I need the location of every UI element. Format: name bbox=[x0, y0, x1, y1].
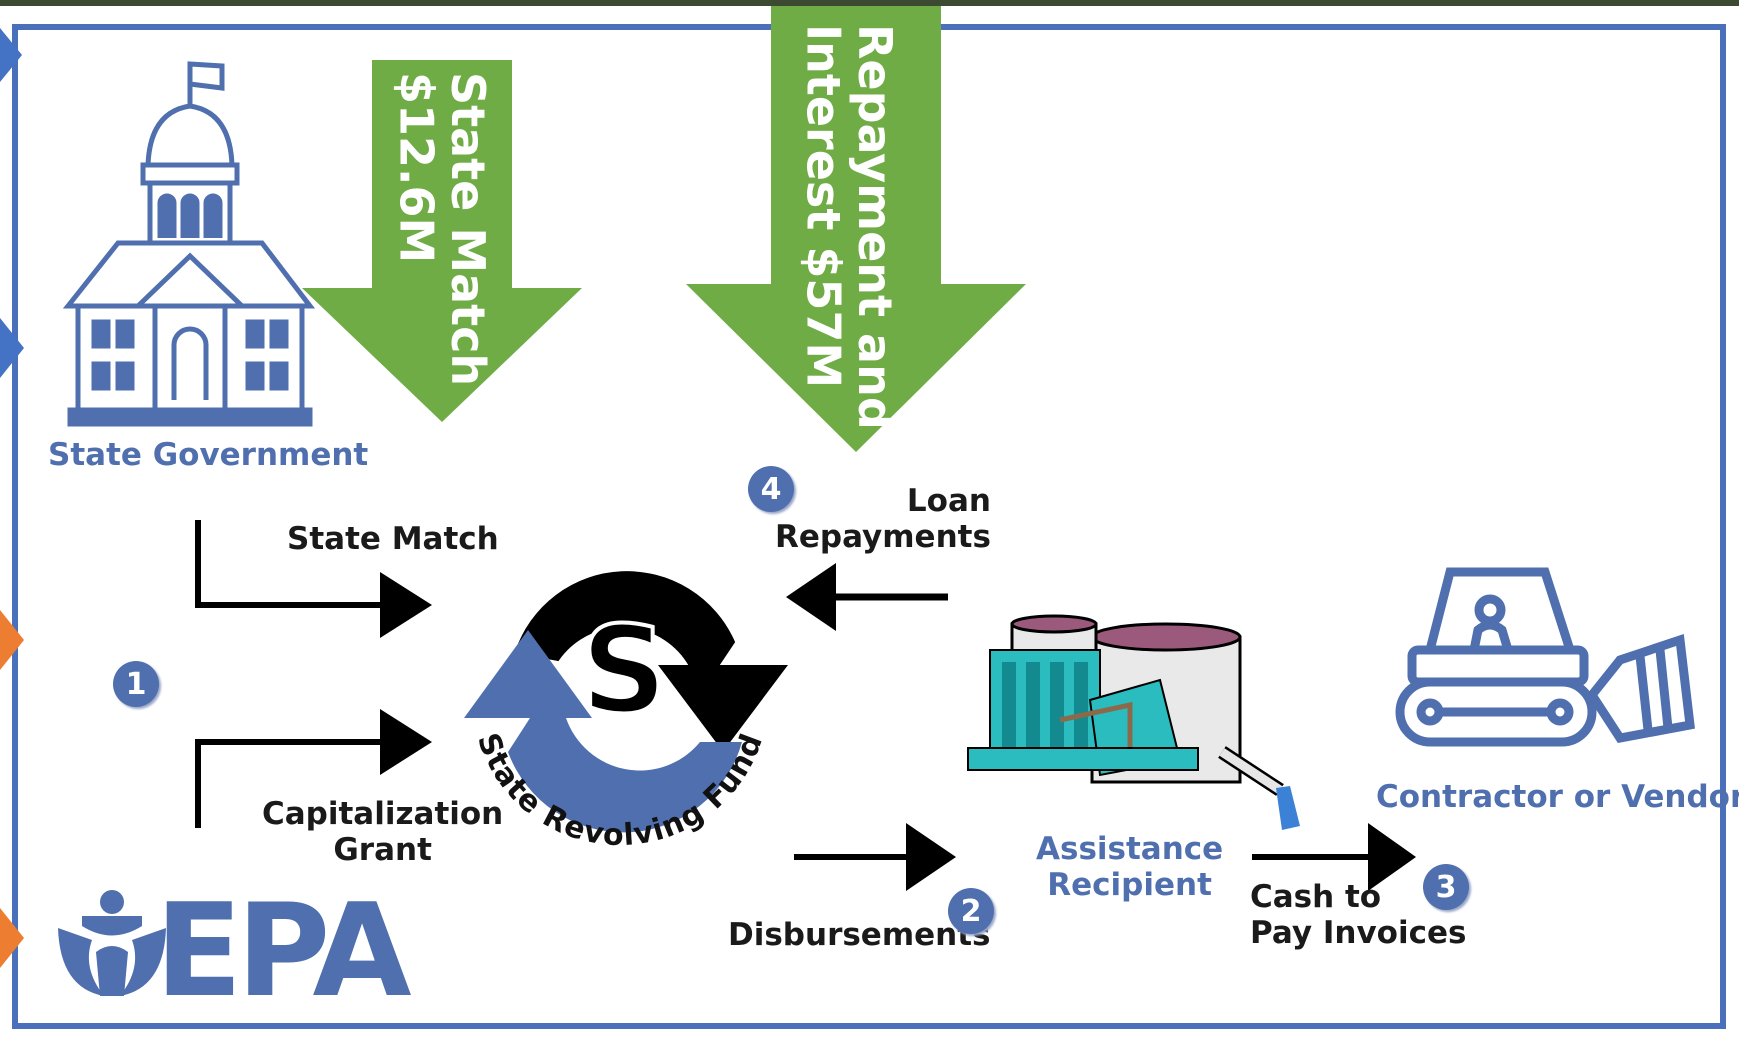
nav-arrow-blue-1[interactable] bbox=[0, 28, 22, 82]
step-3-badge: 3 bbox=[1423, 864, 1469, 910]
state-match-flow-arrow bbox=[195, 520, 432, 638]
revolving-fund-icon: S bbox=[464, 571, 788, 833]
state-match-arrow-text: State Match$12.6M bbox=[389, 72, 496, 387]
nav-arrow-orange-2[interactable] bbox=[0, 908, 24, 968]
repayment-interest-arrow bbox=[686, 6, 1026, 452]
nav-arrow-blue-2[interactable] bbox=[0, 318, 24, 378]
disbursements-flow-arrow bbox=[794, 823, 956, 891]
cash-to-pay-flow-arrow bbox=[1252, 823, 1416, 891]
state-government-label: State Government bbox=[48, 437, 369, 473]
loan-repayments-flow-arrow bbox=[786, 563, 948, 631]
epa-logo-icon bbox=[58, 890, 166, 996]
capitalization-grant-flow-arrow bbox=[195, 709, 432, 828]
disbursements-label: Disbursements bbox=[728, 917, 991, 953]
step-4-badge: 4 bbox=[748, 466, 794, 512]
epa-logo-text: EPA bbox=[155, 877, 412, 1026]
state-match-funding-arrow bbox=[302, 60, 582, 422]
step-2-badge: 2 bbox=[948, 888, 994, 934]
fund-letter: S bbox=[581, 602, 667, 741]
step-1-badge: 1 bbox=[113, 661, 159, 707]
top-band bbox=[0, 0, 1739, 6]
contractor-label: Contractor or Vendor bbox=[1376, 779, 1739, 815]
treatment-plant-icon bbox=[967, 614, 1300, 830]
capitol-building-icon bbox=[62, 61, 316, 427]
bulldozer-icon bbox=[1395, 567, 1695, 747]
nav-arrow-orange-1[interactable] bbox=[0, 610, 24, 670]
state-match-label: State Match bbox=[287, 521, 499, 557]
